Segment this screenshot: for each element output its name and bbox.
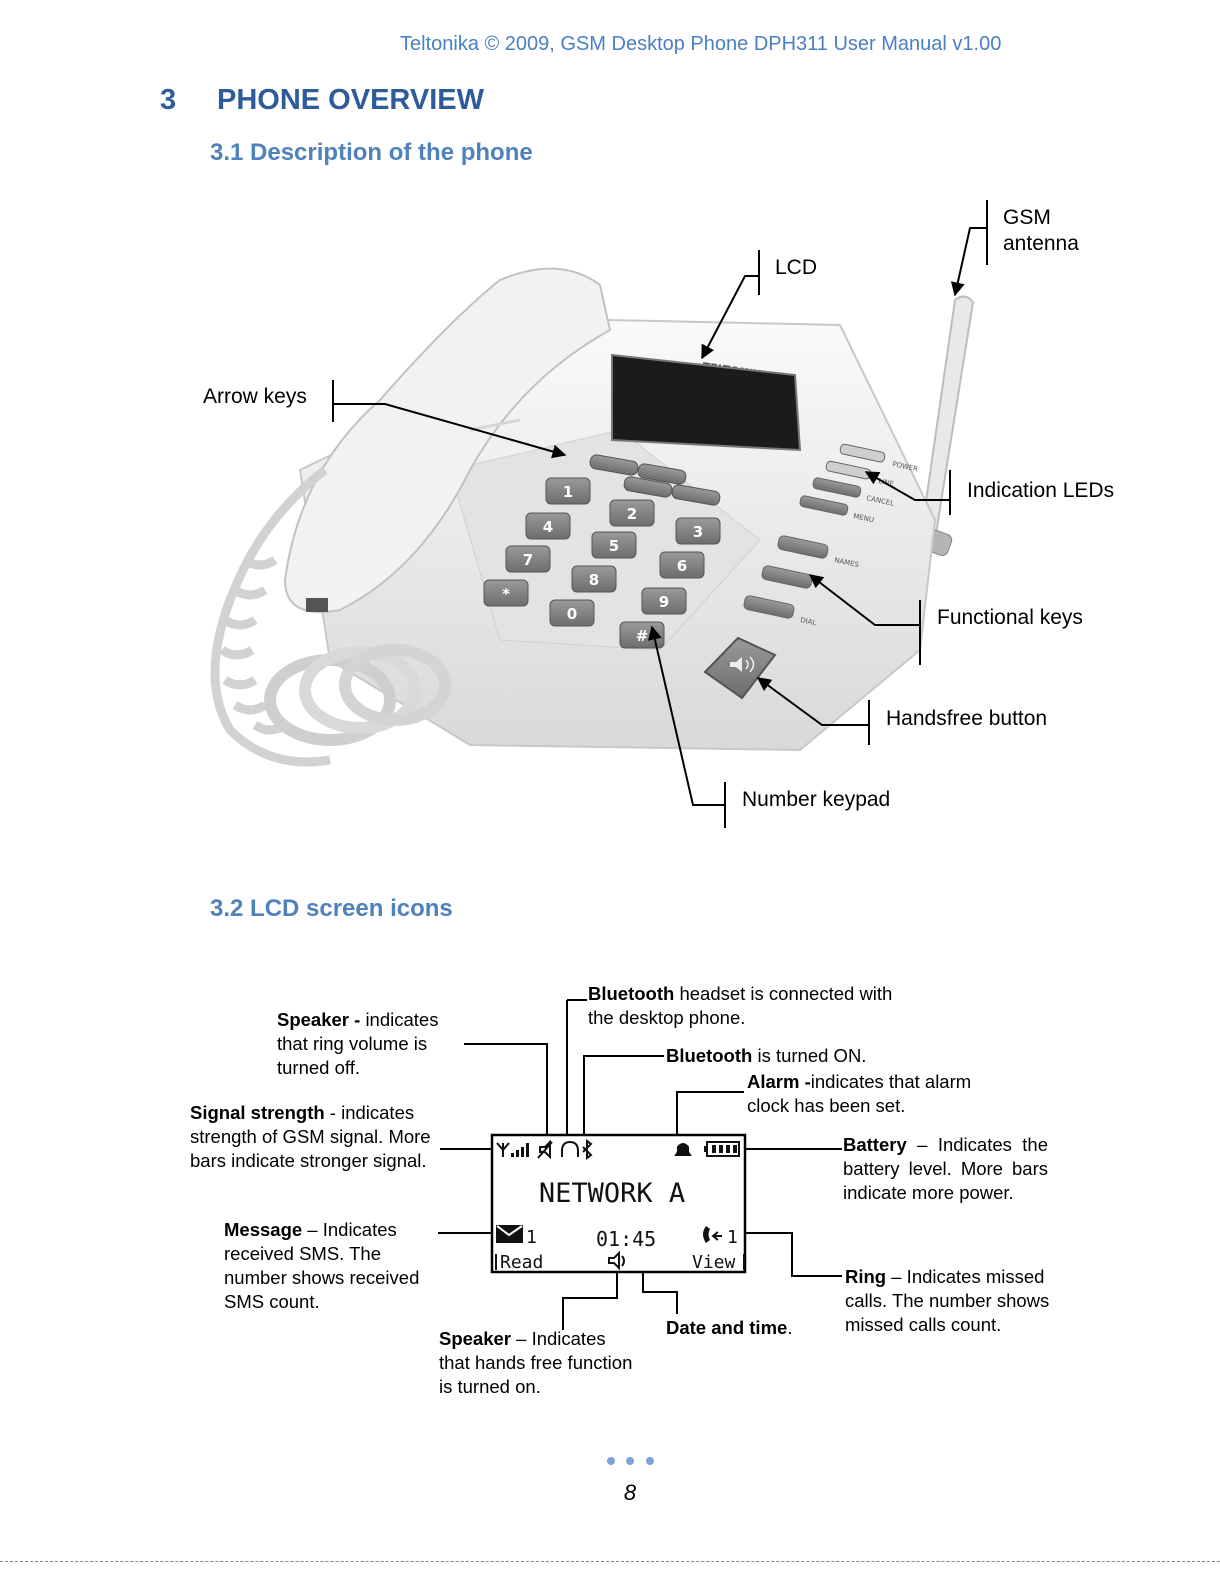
running-header: Teltonika © 2009, GSM Desktop Phone DPH3… (400, 33, 1002, 55)
key-5-label: 5 (609, 537, 619, 555)
label-arrow-keys: Arrow keys (203, 385, 307, 408)
number-keypad[interactable]: 1 2 3 4 5 6 7 8 9 * 0 # (483, 477, 721, 649)
phone-illustration: TELTONIKA 1 2 3 4 5 6 7 8 9 * (203, 200, 1114, 828)
bottom-divider (0, 1561, 1220, 1562)
label-functional-keys: Functional keys (937, 606, 1083, 629)
subsection-heading-lcd-icons: 3.2 LCD screen icons (210, 895, 453, 922)
key-9-label: 9 (659, 593, 669, 611)
leader-bt-headset (566, 999, 587, 1135)
label-gsm-line1: GSM (1003, 206, 1051, 229)
leader-bt-on (583, 1055, 664, 1135)
subsection-heading-phone: 3.1 Description of the phone (210, 139, 533, 166)
lcd-message-count: 1 (526, 1227, 537, 1248)
callout-indication-leds (866, 470, 951, 515)
lcd-display (490, 1133, 747, 1274)
lcd-signal-icon (496, 1142, 510, 1157)
desc-speaker-hf: Speaker – Indicates that hands free func… (439, 1328, 633, 1397)
lcd-bluetooth-icon (582, 1139, 593, 1160)
key-4[interactable] (525, 512, 571, 540)
leader-datetime (642, 1272, 678, 1314)
leader-speaker-off (464, 1043, 548, 1135)
desc-alarm: Alarm -indicates that alarm clock has be… (747, 1071, 972, 1116)
lcd-battery-icon (706, 1141, 740, 1157)
lcd-alarm-icon (674, 1143, 692, 1156)
key-3[interactable] (675, 517, 721, 545)
desc-signal: Signal strength - indicates strength of … (190, 1102, 431, 1171)
desc-message: Message – Indicates received SMS. The nu… (224, 1219, 420, 1312)
key-8-label: 8 (589, 571, 599, 589)
desc-datetime: Date and time. (666, 1317, 793, 1338)
section-number: 3 (160, 84, 177, 116)
callout-handsfree (758, 678, 870, 745)
key-1-label: 1 (563, 483, 573, 501)
key-0-label: 0 (567, 605, 577, 623)
key-8[interactable] (571, 565, 617, 593)
callout-functional-keys (810, 575, 921, 665)
key-7[interactable] (505, 545, 551, 573)
key-6[interactable] (659, 551, 705, 579)
lcd-ring-off-icon (537, 1139, 553, 1160)
label-number-keypad: Number keypad (742, 788, 890, 811)
section-heading: 3 PHONE OVERVIEW (160, 84, 484, 117)
key-2[interactable] (609, 499, 655, 527)
lcd-headset-icon (561, 1140, 579, 1157)
key-star[interactable] (483, 579, 529, 607)
page-number: 8 (623, 1480, 637, 1505)
label-lcd: LCD (775, 256, 817, 279)
label-dial: DIAL (800, 616, 818, 627)
phone-lcd-screen (611, 353, 802, 452)
function-keys[interactable] (743, 443, 886, 620)
desc-ring: Ring – Indicates missed calls. The numbe… (845, 1266, 1050, 1335)
desc-bt-on: Bluetooth is turned ON. (666, 1045, 867, 1066)
callout-lcd (702, 250, 760, 358)
key-hash-label: # (636, 627, 649, 645)
key-3-label: 3 (693, 523, 703, 541)
arrow-keys[interactable] (589, 454, 721, 506)
lcd-softkey-view: View (692, 1252, 736, 1273)
desc-bt-headset: Bluetooth headset is connected with the … (588, 983, 893, 1028)
callout-arrow-keys (332, 380, 565, 455)
lcd-time: 01:45 (596, 1227, 656, 1251)
desc-battery: Battery – Indicates the battery level. M… (843, 1134, 1048, 1203)
desc-speaker-off: Speaker - indicates that ring volume is … (277, 1009, 439, 1078)
leader-speaker-hf (562, 1272, 618, 1330)
section-title: PHONE OVERVIEW (217, 84, 484, 116)
lcd-softkey-read: Read (500, 1252, 543, 1273)
key-2-label: 2 (627, 505, 637, 523)
callout-number-keypad (652, 627, 726, 828)
coiled-cord (210, 466, 451, 767)
label-indication-leds: Indication LEDs (967, 479, 1114, 502)
callout-gsm-antenna (955, 200, 988, 295)
key-star-label: * (502, 585, 510, 603)
lcd-missed-count: 1 (727, 1227, 738, 1248)
key-7-label: 7 (523, 551, 533, 569)
key-4-label: 4 (543, 518, 553, 536)
lcd-speaker-icon (608, 1250, 625, 1271)
lcd-missed-call-icon (703, 1226, 710, 1243)
label-handsfree: Handsfree button (886, 707, 1047, 730)
key-1[interactable] (545, 477, 591, 505)
lcd-message-icon (496, 1225, 523, 1243)
key-5[interactable] (591, 531, 637, 559)
leader-ring (746, 1232, 842, 1277)
lcd-status-row (496, 1139, 740, 1160)
key-6-label: 6 (677, 557, 687, 575)
leader-alarm (676, 1091, 744, 1135)
handset (283, 267, 612, 613)
label-gsm-line2: antenna (1003, 232, 1079, 255)
lcd-network-name: NETWORK A (539, 1178, 685, 1209)
key-0[interactable] (549, 599, 595, 627)
